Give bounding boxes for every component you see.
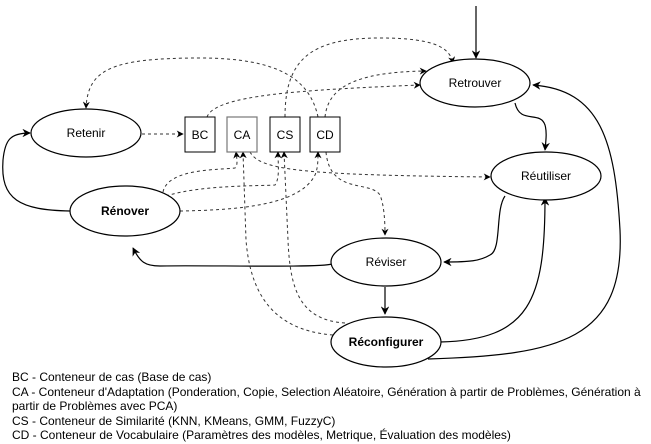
edge-reconfigurer-to-cs <box>280 151 346 324</box>
legend-item-cd: CD - Conteneur de Vocabulaire (Paramètre… <box>12 428 511 442</box>
node-reviser[interactable]: Réviser <box>330 237 442 287</box>
node-reutiliser[interactable]: Réutiliser <box>490 151 602 201</box>
node-reconfigurer-label: Réconfigurer <box>349 335 424 349</box>
legend-item-ca: CA - Conteneur d'Adaptation (Ponderation… <box>12 384 641 414</box>
container-cs[interactable]: CS <box>269 116 301 153</box>
legend-item-cs: CS - Conteneur de Similarité (KNN, KMean… <box>12 413 336 428</box>
edge-reconfigurer-to-reutiliser <box>439 197 550 343</box>
container-bc[interactable]: BC <box>184 116 216 153</box>
edge-cs-to-retrouver <box>284 37 455 118</box>
node-renover[interactable]: Rénover <box>69 185 181 237</box>
edge-cd-to-reviser <box>325 151 389 236</box>
node-retenir-label: Retenir <box>67 126 106 140</box>
edge-reviser-to-renover <box>132 247 333 267</box>
node-retrouver-label: Retrouver <box>449 76 502 90</box>
cbr-cycle-diagram: Retrouver Réutiliser Réviser Réconfigure… <box>2 6 621 368</box>
edge-cd-to-retrouver <box>324 67 427 118</box>
edge-cd-to-retenir <box>82 57 319 118</box>
container-ca[interactable]: CA <box>226 116 258 153</box>
container-cd-label: CD <box>316 128 334 142</box>
node-reconfigurer[interactable]: Réconfigurer <box>330 316 442 368</box>
edge-renover-to-ca <box>162 151 241 193</box>
edge-renover-to-cd <box>179 151 322 212</box>
node-retenir[interactable]: Retenir <box>30 108 142 158</box>
edge-reconfigurer-to-retrouver <box>427 81 621 360</box>
node-reutiliser-label: Réutiliser <box>521 169 571 183</box>
legend-item-bc: BC - Conteneur de cas (Base de cas) <box>12 370 212 384</box>
node-reviser-label: Réviser <box>366 255 407 269</box>
edge-renover-to-cs <box>165 151 282 197</box>
container-bc-label: BC <box>192 128 209 142</box>
node-retrouver[interactable]: Retrouver <box>419 58 531 108</box>
legend: BC - Conteneur de cas (Base de cas) CA -… <box>12 370 648 443</box>
edge-retrouver-to-reutiliser <box>514 102 550 151</box>
edge-ca-to-reutiliser <box>249 151 491 181</box>
edge-reutiliser-to-reviser <box>443 195 506 267</box>
edge-reconfigurer-to-ca <box>239 151 334 336</box>
edge-bc-to-retrouver <box>206 81 421 118</box>
edge-renover-to-retenir <box>2 128 71 212</box>
container-ca-label: CA <box>234 128 251 142</box>
container-cs-label: CS <box>277 128 294 142</box>
node-renover-label: Rénover <box>101 204 149 218</box>
container-cd[interactable]: CD <box>309 116 341 153</box>
